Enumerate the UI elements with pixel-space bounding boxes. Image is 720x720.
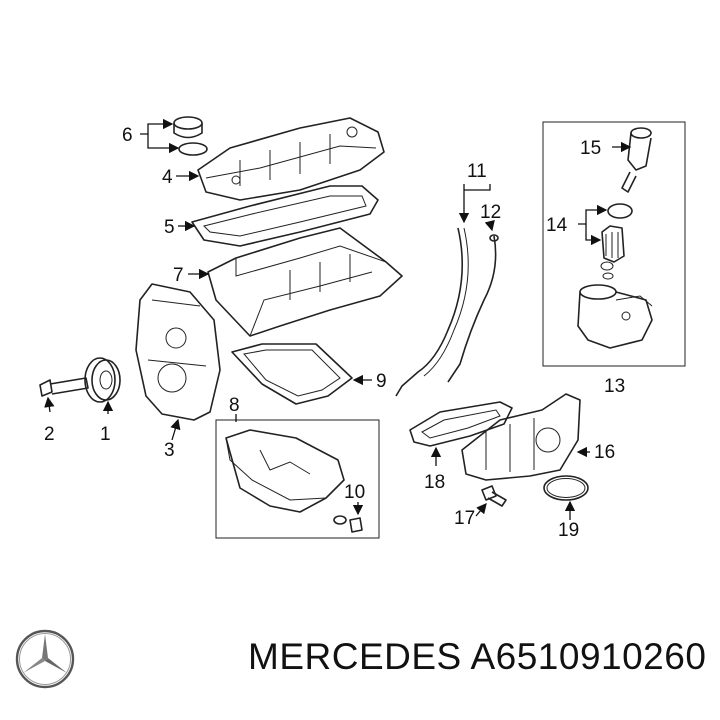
oil-dipstick [395, 227, 469, 397]
callout-18: 18 [424, 472, 445, 493]
oil-filter-seal [607, 203, 633, 219]
callout-10: 10 [344, 482, 365, 503]
callout-15: 15 [580, 138, 601, 159]
oil-filter-housing [577, 284, 653, 349]
callout-17: 17 [454, 508, 475, 529]
brand-part-label: MERCEDES A6510910260 [248, 636, 706, 678]
cylinder-head-cover [197, 117, 385, 201]
callout-7: 7 [173, 265, 184, 286]
callout-14: 14 [546, 215, 568, 236]
oil-pan-upper [207, 227, 403, 337]
oil-pan-gasket [231, 343, 353, 405]
callout-6: 6 [122, 125, 133, 146]
callout-2: 2 [44, 424, 55, 445]
drain-plug [333, 515, 363, 533]
callout-3: 3 [164, 440, 175, 461]
oil-filter-element [600, 225, 625, 280]
callout-12: 12 [480, 202, 501, 223]
oil-pan-detail-box [215, 419, 380, 539]
callout-16: 16 [594, 442, 615, 463]
oil-filter-cap [621, 127, 652, 193]
cooler-o-ring [543, 475, 589, 501]
dipstick-tube [447, 234, 499, 383]
oil-cooler-gasket [409, 401, 513, 447]
part-number: A6510910260 [470, 636, 707, 677]
oil-cooler-housing [461, 393, 581, 481]
callout-19: 19 [558, 520, 579, 541]
front-timing-cover [135, 283, 221, 421]
callout-11: 11 [467, 161, 487, 182]
oil-pan-lower [225, 429, 345, 513]
mercedes-star-icon [15, 629, 75, 689]
callout-9: 9 [376, 371, 387, 392]
cooler-bolt [481, 485, 507, 507]
pulley-bolt [39, 377, 89, 397]
callout-5: 5 [164, 217, 175, 238]
head-cover-gasket [191, 185, 379, 247]
callout-1: 1 [100, 424, 111, 445]
brand-name: MERCEDES [248, 636, 462, 677]
callout-4: 4 [162, 167, 173, 188]
callout-13: 13 [604, 376, 625, 397]
oil-filler-cap [173, 116, 208, 156]
leader-lines [44, 118, 632, 520]
callout-8: 8 [229, 395, 240, 416]
crankshaft-pulley [84, 357, 121, 403]
oil-filter-detail-box [542, 121, 686, 367]
